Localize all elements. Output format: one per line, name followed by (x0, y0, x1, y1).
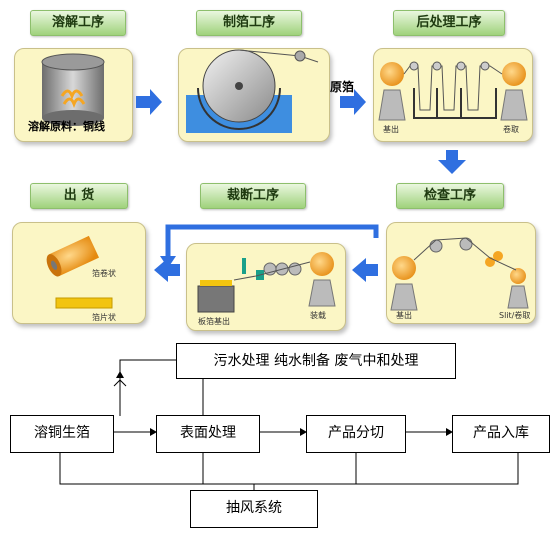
flow-node-slitting: 产品分切 (306, 415, 406, 453)
post-treatment-icon (378, 61, 528, 121)
inspect-wind-label: Slit/卷取 (499, 311, 531, 320)
flow-node-dissolve: 溶铜生箔 (10, 415, 114, 453)
dissolve-tank-icon (41, 53, 105, 126)
stage-label-inspect: 检查工序 (396, 183, 504, 209)
stage-arrows (136, 89, 466, 282)
ship-products-icon (46, 235, 113, 309)
post-unwind-label: 基出 (383, 125, 399, 134)
post-wind-label: 卷取 (503, 125, 519, 134)
cut-wind-label: 装载 (310, 311, 326, 320)
flow-utilities-box: 污水处理 纯水制备 废气中和处理 (176, 343, 456, 379)
foil-drum-icon (186, 49, 319, 133)
raw-foil-label: 原箔 (330, 80, 355, 94)
ship-sheet-label: 箔片状 (92, 313, 116, 322)
cut-feed-label: 板箔基出 (198, 317, 230, 326)
stage-label-foil: 制箔工序 (196, 10, 302, 36)
dissolve-material-label: 溶解原料：铜线 (28, 120, 105, 133)
stage-label-post: 后处理工序 (393, 10, 505, 36)
ship-roll-label: 箔卷状 (92, 269, 116, 278)
inspect-unwind-label: 基出 (396, 311, 412, 320)
stage-label-cut: 裁断工序 (200, 183, 306, 209)
inspect-machine-icon (390, 237, 529, 311)
flow-exhaust-box: 抽风系统 (190, 490, 318, 528)
stage-label-ship: 出 货 (30, 183, 128, 209)
stage-label-dissolve: 溶解工序 (30, 10, 126, 36)
flow-connectors (59, 359, 519, 490)
flow-node-surface: 表面处理 (156, 415, 260, 453)
flow-node-storage: 产品入库 (452, 415, 550, 453)
cut-machine-icon (197, 252, 336, 313)
